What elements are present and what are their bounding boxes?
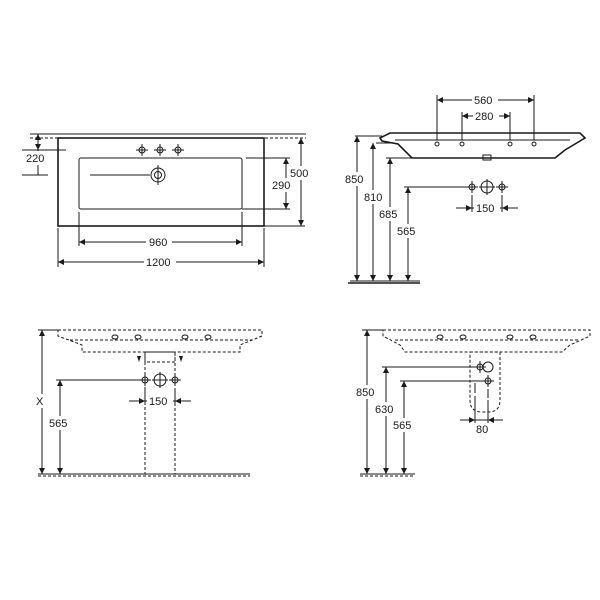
dim-side-height-siphon-label: 685 xyxy=(379,209,397,221)
dim-side-alt-height-mid: 630 xyxy=(374,366,474,474)
dim-side-alt-waste-spacing-label: 80 xyxy=(476,424,488,436)
top-view: 220 500 290 960 xyxy=(22,133,313,269)
dim-front-waste-spacing: 150 xyxy=(129,388,191,408)
dim-side-height-waste-label: 565 xyxy=(397,226,415,238)
side-view-basin-profile xyxy=(378,132,587,159)
side-alt-waste-icon xyxy=(473,360,495,398)
side-view: 560 280 150 xyxy=(344,94,587,284)
side-view-alt: 850 630 565 80 xyxy=(355,329,591,477)
top-view-tap-holes-icon xyxy=(135,143,185,157)
top-view-outline xyxy=(57,137,265,227)
dim-side-alt-height-waste: 565 xyxy=(392,380,482,474)
dim-side-height-underside-label: 810 xyxy=(364,192,382,204)
dim-basin-width: 960 xyxy=(78,212,243,249)
dim-front-height-waste: 565 xyxy=(48,379,140,474)
top-view-basin xyxy=(78,157,243,210)
dim-tap-offset: 220 xyxy=(22,134,66,176)
side-view-tap-holes-icon xyxy=(434,141,537,161)
dim-overall-width: 1200 xyxy=(57,228,265,269)
dim-side-alt-height-waste-label: 565 xyxy=(393,420,411,432)
dim-side-alt-height-rim: 850 xyxy=(355,329,383,474)
dim-side-alt-height-rim-label: 850 xyxy=(356,387,374,399)
dim-front-height-variable: X xyxy=(34,329,58,474)
top-view-waste-icon xyxy=(90,165,166,185)
dim-side-waste-spacing-label: 150 xyxy=(476,203,494,215)
front-view-waste-icon xyxy=(138,372,182,388)
dim-basin-width-label: 960 xyxy=(149,237,167,249)
dim-side-alt-waste-spacing: 80 xyxy=(460,396,503,436)
dim-tap-span-inner-label: 280 xyxy=(475,111,493,123)
side-alt-basin-outline xyxy=(382,329,591,353)
dim-depth: 500 290 xyxy=(242,138,313,227)
front-view-support-column xyxy=(144,351,176,475)
dim-tap-span-inner: 280 xyxy=(461,110,511,140)
dim-side-alt-height-mid-label: 630 xyxy=(375,404,393,416)
side-alt-tap-holes-icon xyxy=(436,334,537,340)
dim-front-height-variable-label: X xyxy=(36,396,44,408)
dim-overall-width-label: 1200 xyxy=(146,257,170,269)
side-view-waste-icon xyxy=(465,179,509,195)
dim-side-heights: 850 810 685 565 xyxy=(344,135,466,284)
dim-side-height-rim-label: 850 xyxy=(345,174,363,186)
dim-front-waste-spacing-label: 150 xyxy=(149,396,167,408)
dim-depth-basin-label: 290 xyxy=(272,180,290,192)
dim-tap-span-outer: 560 xyxy=(436,94,535,140)
dim-depth-overall-label: 500 xyxy=(290,168,308,180)
dim-tap-span-outer-label: 560 xyxy=(474,95,492,107)
front-view: X 565 150 xyxy=(34,329,263,477)
dim-tap-offset-label: 220 xyxy=(26,153,44,165)
front-view-basin-outline xyxy=(57,329,263,353)
front-view-tap-holes-icon xyxy=(111,334,212,340)
dim-front-height-waste-label: 565 xyxy=(49,418,67,430)
dim-side-waste-spacing: 150 xyxy=(456,195,518,215)
